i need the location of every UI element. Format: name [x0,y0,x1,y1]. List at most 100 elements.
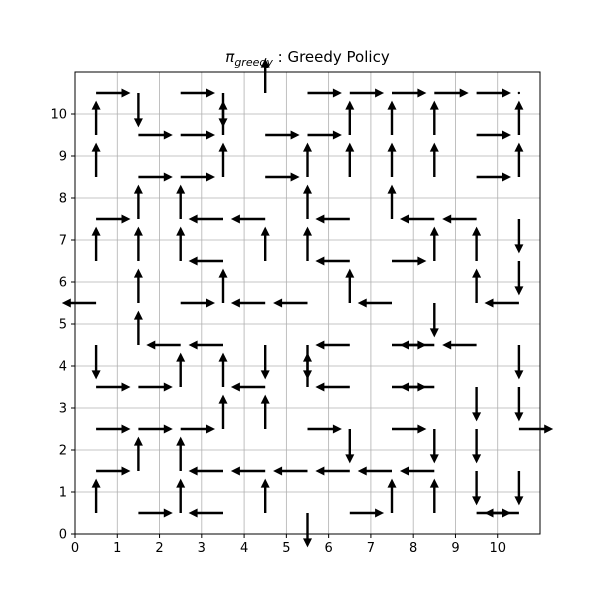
policy-arrow-7-9 [387,100,397,135]
policy-arrow-9-5 [472,268,482,303]
policy-arrow-5-6 [303,226,312,261]
policy-arrow-1-8 [138,172,173,182]
policy-arrow-3-8 [218,142,228,177]
y-tick-label-2: 2 [59,444,67,459]
y-tick-label-4: 4 [59,360,67,375]
policy-arrow-3-1 [188,466,223,476]
x-tick-label-8: 8 [409,541,417,556]
policy-arrow-10-7 [514,219,524,254]
policy-arrow-0-1 [96,466,131,476]
policy-arrow-5-8 [303,142,312,177]
policy-arrow-2-3 [176,352,186,387]
policy-arrow-4-10 [260,58,270,93]
policy-arrow-4-8 [265,172,300,182]
policy-arrow-2-5 [180,298,215,308]
policy-arrow-8-2 [429,429,439,464]
policy-arrow-9-9 [476,130,511,140]
policy-arrow-2-7 [176,184,186,219]
arrow-layer [61,58,554,548]
policy-arrow-3-7 [188,214,223,224]
policy-arrow-0-9 [91,100,101,135]
policy-arrow-7-6 [392,256,427,266]
policy-arrow-7-7 [387,184,397,219]
policy-arrow-9-8 [476,172,511,182]
y-tick-label-9: 9 [59,150,67,165]
policy-arrow-10-10 [517,91,521,95]
policy-arrow-9-4 [442,340,477,350]
policy-arrow-3-0 [188,508,223,518]
policy-arrow-3-9 [218,100,228,135]
policy-arrow-0-7 [96,214,131,224]
policy-arrow-8-3 [400,382,435,392]
policy-arrow-8-8 [429,142,439,177]
policy-arrow-1-1 [133,436,143,471]
policy-arrow-10-5 [484,298,519,308]
policy-arrow-6-9 [345,100,355,135]
policy-arrow-3-5 [218,268,228,303]
policy-arrow-4-7 [230,214,266,224]
y-tick-label-0: 0 [59,528,67,543]
policy-arrow-5-0 [303,513,312,548]
title-subscript: greedy [234,56,273,69]
policy-arrow-10-1 [514,471,524,506]
policy-arrow-6-1 [315,466,350,476]
policy-arrow-6-4 [315,340,350,350]
policy-arrow-6-2 [345,429,355,464]
policy-arrow-0-8 [91,142,101,177]
policy-arrow-4-0 [260,478,270,513]
policy-arrow-2-2 [180,424,215,434]
policy-arrow-7-8 [387,142,397,177]
policy-arrow-9-1 [472,471,482,506]
x-tick-label-1: 1 [113,541,121,556]
policy-arrow-7-10 [392,88,427,98]
policy-arrow-10-2 [518,424,554,434]
policy-arrow-6-6 [315,256,350,266]
policy-arrow-9-6 [472,226,482,261]
policy-arrow-6-3 [315,382,350,392]
policy-arrow-0-4 [91,345,101,380]
policy-arrow-1-3 [138,382,173,392]
policy-arrow-6-5 [345,268,355,303]
policy-arrow-6-0 [349,508,385,518]
x-tick-label-7: 7 [367,541,375,556]
policy-arrow-7-0 [387,478,397,513]
policy-arrow-7-2 [392,424,427,434]
policy-arrow-4-3 [230,382,266,392]
x-tick-label-2: 2 [155,541,163,556]
policy-arrow-10-0 [484,508,519,518]
policy-arrow-0-0 [91,478,101,513]
x-tick-label-0: 0 [71,541,79,556]
policy-arrow-4-9 [265,130,300,140]
policy-arrow-8-10 [434,88,469,98]
policy-arrow-5-3 [303,352,312,387]
policy-arrow-10-6 [514,261,524,296]
policy-arrow-0-3 [96,382,131,392]
x-tick-label-9: 9 [451,541,459,556]
policy-arrow-10-9 [514,100,524,135]
policy-arrow-2-0 [176,478,186,513]
policy-arrow-1-0 [138,508,173,518]
y-tick-label-8: 8 [59,192,67,207]
policy-arrow-0-10 [96,88,131,98]
policy-arrow-1-10 [133,93,143,128]
x-tick-label-4: 4 [240,541,248,556]
policy-arrow-9-7 [442,214,477,224]
policy-arrow-9-2 [472,429,482,464]
policy-arrow-1-7 [133,184,143,219]
policy-arrow-8-7 [400,214,435,224]
policy-arrow-2-4 [146,340,181,350]
x-tick-label-6: 6 [324,541,332,556]
policy-arrow-1-2 [138,424,173,434]
policy-arrow-4-5 [230,298,266,308]
policy-arrow-2-8 [180,172,215,182]
policy-arrow-4-2 [260,394,270,429]
policy-arrow-10-4 [514,345,524,380]
policy-arrow-8-5 [429,303,439,338]
policy-arrow-5-9 [307,130,342,140]
title-text: : Greedy Policy [273,48,390,66]
policy-arrow-8-4 [400,340,435,350]
chart-title: πgreedy : Greedy Policy [225,48,390,69]
policy-arrow-3-4 [188,340,223,350]
